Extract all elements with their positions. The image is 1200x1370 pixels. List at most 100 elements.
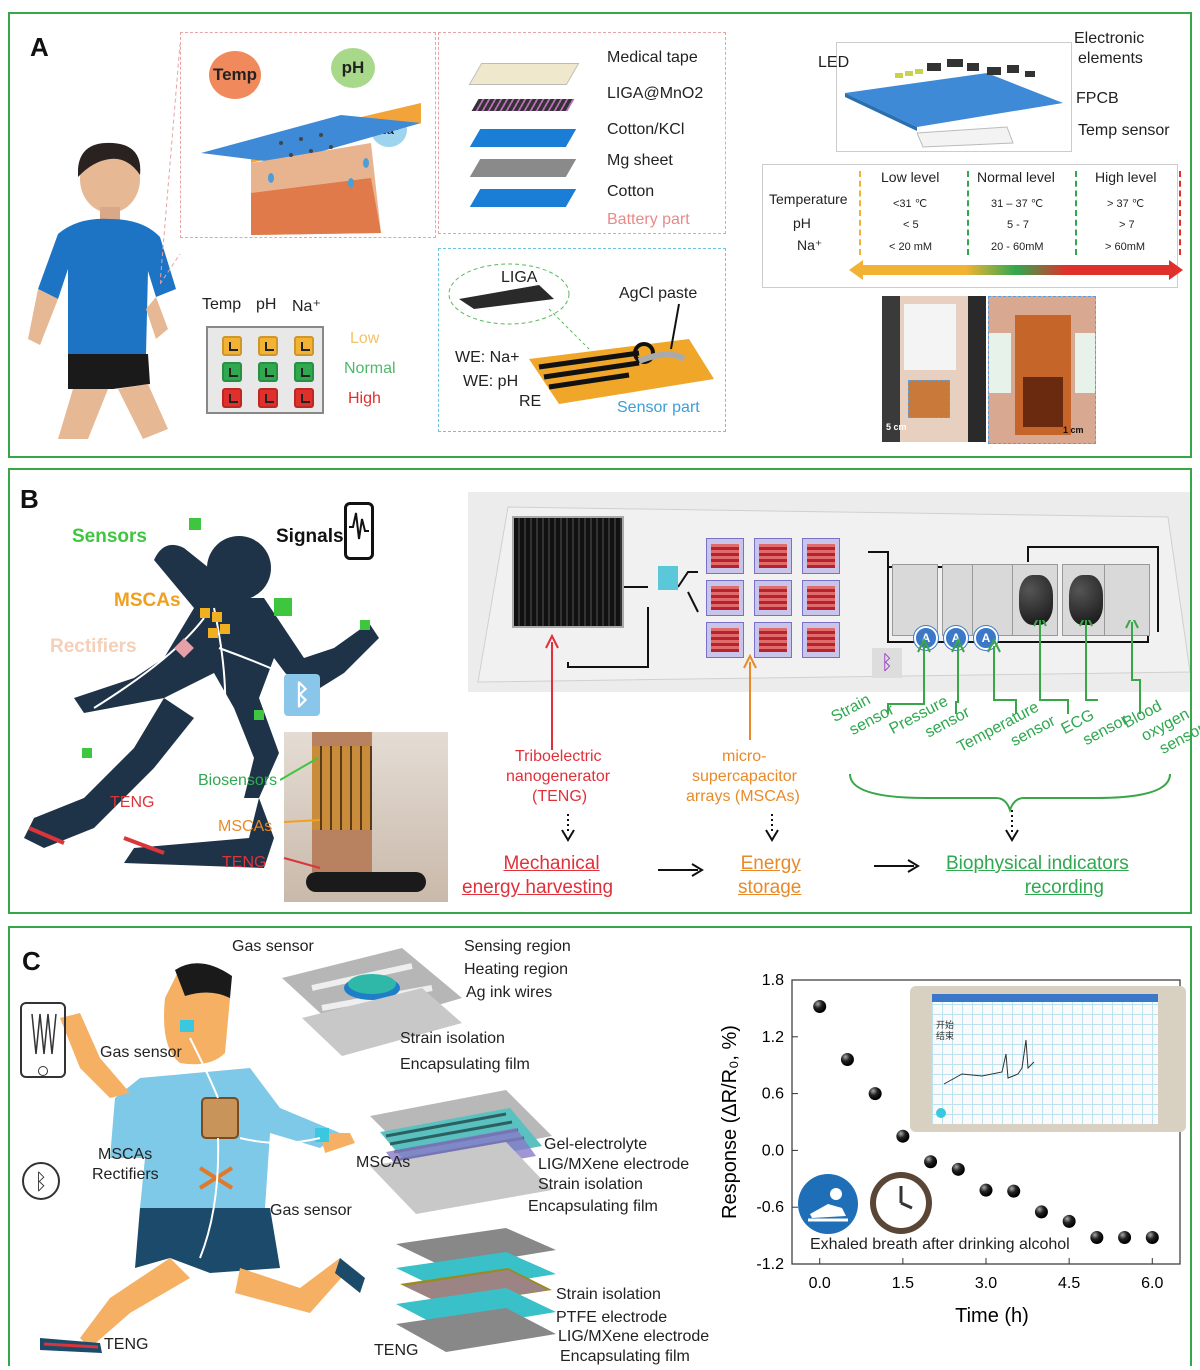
strap-left [989, 333, 1011, 393]
panel-b-letter: B [20, 484, 39, 514]
low-indicator [222, 336, 242, 356]
msca-cell [754, 580, 792, 616]
high-level-label: High [348, 390, 381, 407]
runner-man-illustration [40, 963, 365, 1353]
normal-level-header: Normal level [977, 169, 1055, 185]
panel-a: A Temp pH Na⁺ M [8, 12, 1192, 458]
msca-callout: Gel-electrolyte [544, 1136, 648, 1153]
temp-sensor-label: Temp sensor [1078, 122, 1170, 139]
flow-line: storage [738, 877, 802, 898]
x-tick-label: 6.0 [1141, 1275, 1163, 1292]
cotton-layer [469, 189, 577, 207]
runner-boy-figure [28, 142, 176, 439]
level-table: Temperature pH Na⁺ Low level <31 ℃ < 5 <… [762, 164, 1183, 288]
battery-layer-label: Cotton/KCl [607, 121, 685, 138]
msca-callout: Encapsulating film [528, 1198, 658, 1215]
teng-callout: Encapsulating film [560, 1348, 690, 1365]
column-divider [1075, 171, 1077, 255]
arm-photo: 5 cm [882, 296, 986, 442]
indicator-grid [206, 326, 324, 414]
phone-signal-icon [344, 502, 374, 560]
x-tick-label: 3.0 [975, 1275, 997, 1292]
led-label: LED [818, 54, 850, 71]
device-window [1023, 377, 1063, 427]
flow-line: Biophysical indicators [946, 853, 1129, 874]
electronic-label: Electronic [1074, 30, 1145, 47]
phone-screenshot-inset: 开始 结束 [910, 986, 1186, 1132]
teng-exploded-diagram [396, 1228, 556, 1352]
waveform-icon [349, 512, 369, 540]
battery-layer-label: LIGA@MnO2 [607, 85, 704, 102]
zoom-lines [160, 43, 181, 285]
msca-description: micro- [722, 748, 767, 765]
home-button [38, 1066, 48, 1076]
y-tick-label: 1.8 [762, 972, 784, 989]
clock-icon [870, 1172, 932, 1234]
y-axis-label: Response (ΔR/R₀, %) [719, 1025, 741, 1219]
panel-b: B Sensors Signals MSCAs Rectifiers ᛒ TEN… [8, 468, 1200, 914]
bluetooth-circle-icon: ᛒ [22, 1162, 60, 1200]
row-label: Temperature [769, 191, 848, 207]
sensor-part-box: LIGA AgCl paste WE: Na+ WE: pH RE Sensor… [438, 248, 726, 432]
photo-mscas-label: MSCAs [218, 818, 273, 835]
low-level-value: < 5 [903, 219, 919, 231]
normal-indicator [294, 362, 314, 382]
msca-description: supercapacitor [692, 768, 797, 785]
signal-zigzag-icon [31, 1013, 57, 1055]
gas-sensor-callout: Heating region [464, 961, 569, 978]
y-tick-label: 0.0 [762, 1142, 784, 1159]
strain-sensor-pad [892, 564, 938, 636]
data-point [1090, 1230, 1104, 1244]
data-point [868, 1087, 882, 1101]
gas-sensor-callout: Ag ink wires [466, 984, 553, 1001]
gas-sensor-callout: Sensing region [464, 938, 571, 955]
we-ph-label: WE: pH [463, 373, 519, 390]
low-level-label: Low [350, 330, 380, 347]
liga-label: LIGA [501, 269, 538, 286]
circuit-pointer-arrows [545, 620, 1141, 750]
high-indicator [258, 388, 278, 408]
re-label: RE [519, 393, 542, 410]
teng-array [512, 516, 624, 628]
indicator-header: pH [256, 296, 277, 313]
battery-layer-label: Mg sheet [607, 152, 673, 169]
lying-person-glyph [808, 1188, 848, 1222]
rectifiers-body-label: Rectifiers [92, 1166, 159, 1183]
mscas-label: MSCAs [114, 590, 181, 611]
low-level-header: Low level [881, 169, 940, 185]
x-tick-label: 4.5 [1058, 1275, 1080, 1292]
battery-layer-label: Medical tape [607, 49, 698, 66]
ecg-electrode [1069, 575, 1103, 625]
phone-signal-trace [943, 1039, 1035, 1085]
phone-icon [20, 1002, 66, 1078]
gas-sensor-exploded-diagram [282, 948, 462, 1056]
cotton-kcl-layer [469, 129, 577, 147]
normal-level-label: Normal [344, 360, 396, 377]
indicator-header: Temp [202, 296, 242, 313]
normal-level-value: 31 – 37 ℃ [991, 198, 1044, 210]
scale-bar-label: 5 cm [886, 422, 907, 432]
circuit-board: A A A ᛒ [468, 492, 1190, 692]
we-na-label: WE: Na+ [455, 349, 520, 366]
phone-start-label: 开始 [936, 1020, 955, 1030]
battery-part-label: Battery part [607, 211, 690, 228]
gas-sensor-callout: Strain isolation [400, 1030, 505, 1047]
signals-label: Signals [276, 526, 344, 547]
rectifier-chip [658, 566, 678, 590]
strap-right [1075, 333, 1095, 393]
gas-sensor-callout: Encapsulating film [400, 1056, 530, 1073]
blood-oxygen-sensor-pad [1104, 564, 1150, 636]
leg-sensor-wrap [312, 746, 372, 830]
rectifiers-label: Rectifiers [50, 636, 137, 657]
msca-cell [706, 580, 744, 616]
normal-indicator [258, 362, 278, 382]
medical-tape-layer [468, 63, 580, 85]
runner-silhouette [24, 518, 379, 868]
chart-caption: Exhaled breath after drinking alcohol [810, 1236, 1070, 1253]
low-indicator [294, 336, 314, 356]
row-label: Na⁺ [797, 237, 823, 253]
teng-description: Triboelectric [515, 748, 602, 765]
flow-line: Mechanical [503, 853, 600, 874]
low-level-value: < 20 mM [889, 241, 933, 253]
